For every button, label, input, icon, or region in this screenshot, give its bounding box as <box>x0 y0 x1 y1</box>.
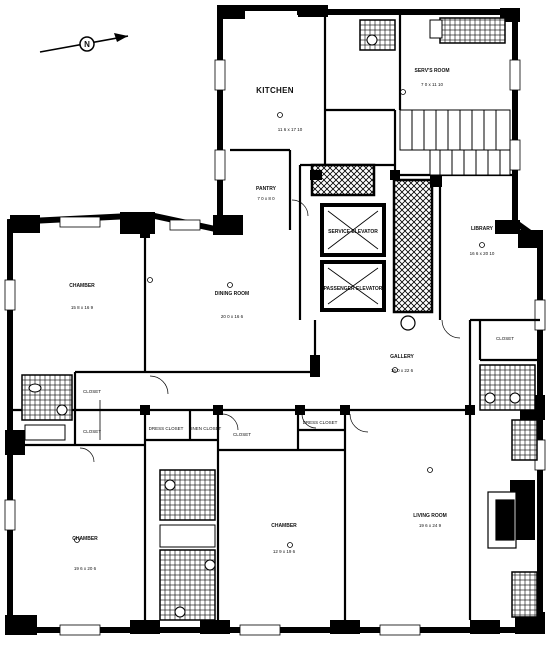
service-room-name: SERV'S ROOM <box>415 68 450 74</box>
library-name: LIBRARY <box>471 226 494 232</box>
chamber-s-name: CHAMBER <box>271 523 297 529</box>
closet-label-2: CLOSET <box>83 429 101 434</box>
chamber-s-dim: 12 9 x 19 6 <box>273 549 296 554</box>
chamber-sw-dim: 19 6 x 20 6 <box>74 566 97 571</box>
partition-blocks <box>140 170 475 415</box>
north-label: N <box>84 40 90 49</box>
gallery-name: GALLERY <box>390 354 414 360</box>
service-elevator-label: SERVICE ELEVATOR <box>328 229 378 235</box>
passenger-elevator-label: PASSENGER ELEVATOR <box>324 286 383 292</box>
plumbing-fixtures <box>24 19 521 618</box>
bathrooms <box>21 17 538 621</box>
callout-marker <box>400 315 416 331</box>
north-arrow-icon: N <box>39 33 129 53</box>
wall-columns <box>5 5 545 635</box>
door-swings <box>79 199 461 463</box>
kitchen-dim: 11 6 x 17 10 <box>278 127 303 132</box>
stair <box>399 109 511 176</box>
pantry-dim: 7 0 x 8 0 <box>257 196 275 201</box>
passenger-elevator: PASSENGER ELEVATOR <box>320 260 386 312</box>
room-labels: KITCHEN 11 6 x 17 10 SERV'S ROOM 7 0 x 1… <box>69 68 514 571</box>
gallery-dim: 16 0 x 22 6 <box>391 368 414 373</box>
chamber-nw-dim: 15 8 x 16 9 <box>71 305 94 310</box>
electrical-symbols <box>74 89 485 548</box>
closet-label-1: CLOSET <box>83 389 101 394</box>
pantry-name: PANTRY <box>256 186 277 192</box>
windows <box>4 59 546 636</box>
dining-room-name: DINING ROOM <box>215 291 249 297</box>
chamber-nw-name: CHAMBER <box>69 283 95 289</box>
kitchen-name: KITCHEN <box>256 86 294 95</box>
dress-closet-label: DRESS CLOSET <box>149 426 184 431</box>
linen-closet-label: LINEN CLOSET <box>189 426 222 431</box>
living-room-name: LIVING ROOM <box>413 513 447 519</box>
closet-label-4: CLOSET <box>496 336 514 341</box>
library-dim: 16 6 x 20 10 <box>470 251 495 256</box>
dining-room-dim: 20 0 x 16 6 <box>221 314 244 319</box>
living-room-dim: 19 6 x 24 9 <box>419 523 442 528</box>
service-room-dim: 7 0 x 11 10 <box>421 82 443 87</box>
dress-closet-label-2: DRESS CLOSET <box>303 420 338 425</box>
service-elevator: SERVICE ELEVATOR <box>320 203 386 257</box>
interior-walls <box>10 12 540 630</box>
hatched-shafts <box>310 163 434 314</box>
fireplace-icon <box>99 400 517 549</box>
closet-label-3: CLOSET <box>233 432 251 437</box>
chamber-sw-name: CHAMBER <box>72 536 98 542</box>
